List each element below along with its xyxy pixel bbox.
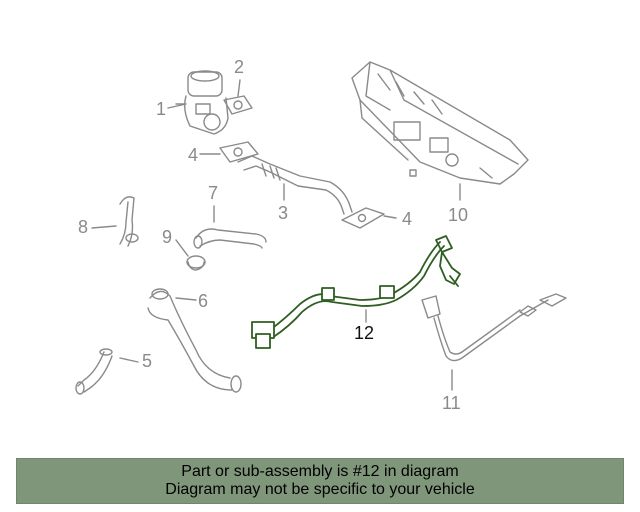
callout-11: 11 xyxy=(442,393,461,413)
callout-7: 7 xyxy=(208,183,219,203)
parts-diagram xyxy=(75,61,567,395)
callout-5: 5 xyxy=(142,351,153,371)
callout-2: 2 xyxy=(234,57,245,77)
part-10-canister xyxy=(351,61,529,185)
callout-9: 9 xyxy=(162,227,173,247)
part-8-hose xyxy=(119,196,139,247)
callout-lines xyxy=(91,79,461,391)
part-7-hose xyxy=(193,228,267,249)
callout-6: 6 xyxy=(198,291,209,311)
part-11-sensor xyxy=(421,293,567,362)
part-5-hose xyxy=(75,348,113,395)
part-4-gasket-upper xyxy=(219,141,259,163)
callout-4-lower: 4 xyxy=(402,209,413,229)
banner-line-1: Part or sub-assembly is #12 in diagram xyxy=(181,463,459,480)
part-4-gasket-lower xyxy=(341,207,385,229)
part-12-oxygen-sensor xyxy=(251,235,461,349)
callout-3: 3 xyxy=(278,203,289,223)
banner-line-2: Diagram may not be specific to your vehi… xyxy=(165,481,475,498)
part-3-egr-tube xyxy=(237,155,353,215)
callout-1: 1 xyxy=(156,99,167,119)
callout-8: 8 xyxy=(78,217,89,237)
part-1-egr-valve xyxy=(175,70,229,135)
part-6-hose xyxy=(147,288,242,393)
info-banner: Part or sub-assembly is #12 in diagram D… xyxy=(16,458,624,504)
callout-4-upper: 4 xyxy=(188,145,199,165)
callout-10: 10 xyxy=(448,205,469,225)
part-9-clamp xyxy=(186,255,206,271)
callout-12: 12 xyxy=(354,323,375,343)
part-2-gasket xyxy=(223,95,253,115)
